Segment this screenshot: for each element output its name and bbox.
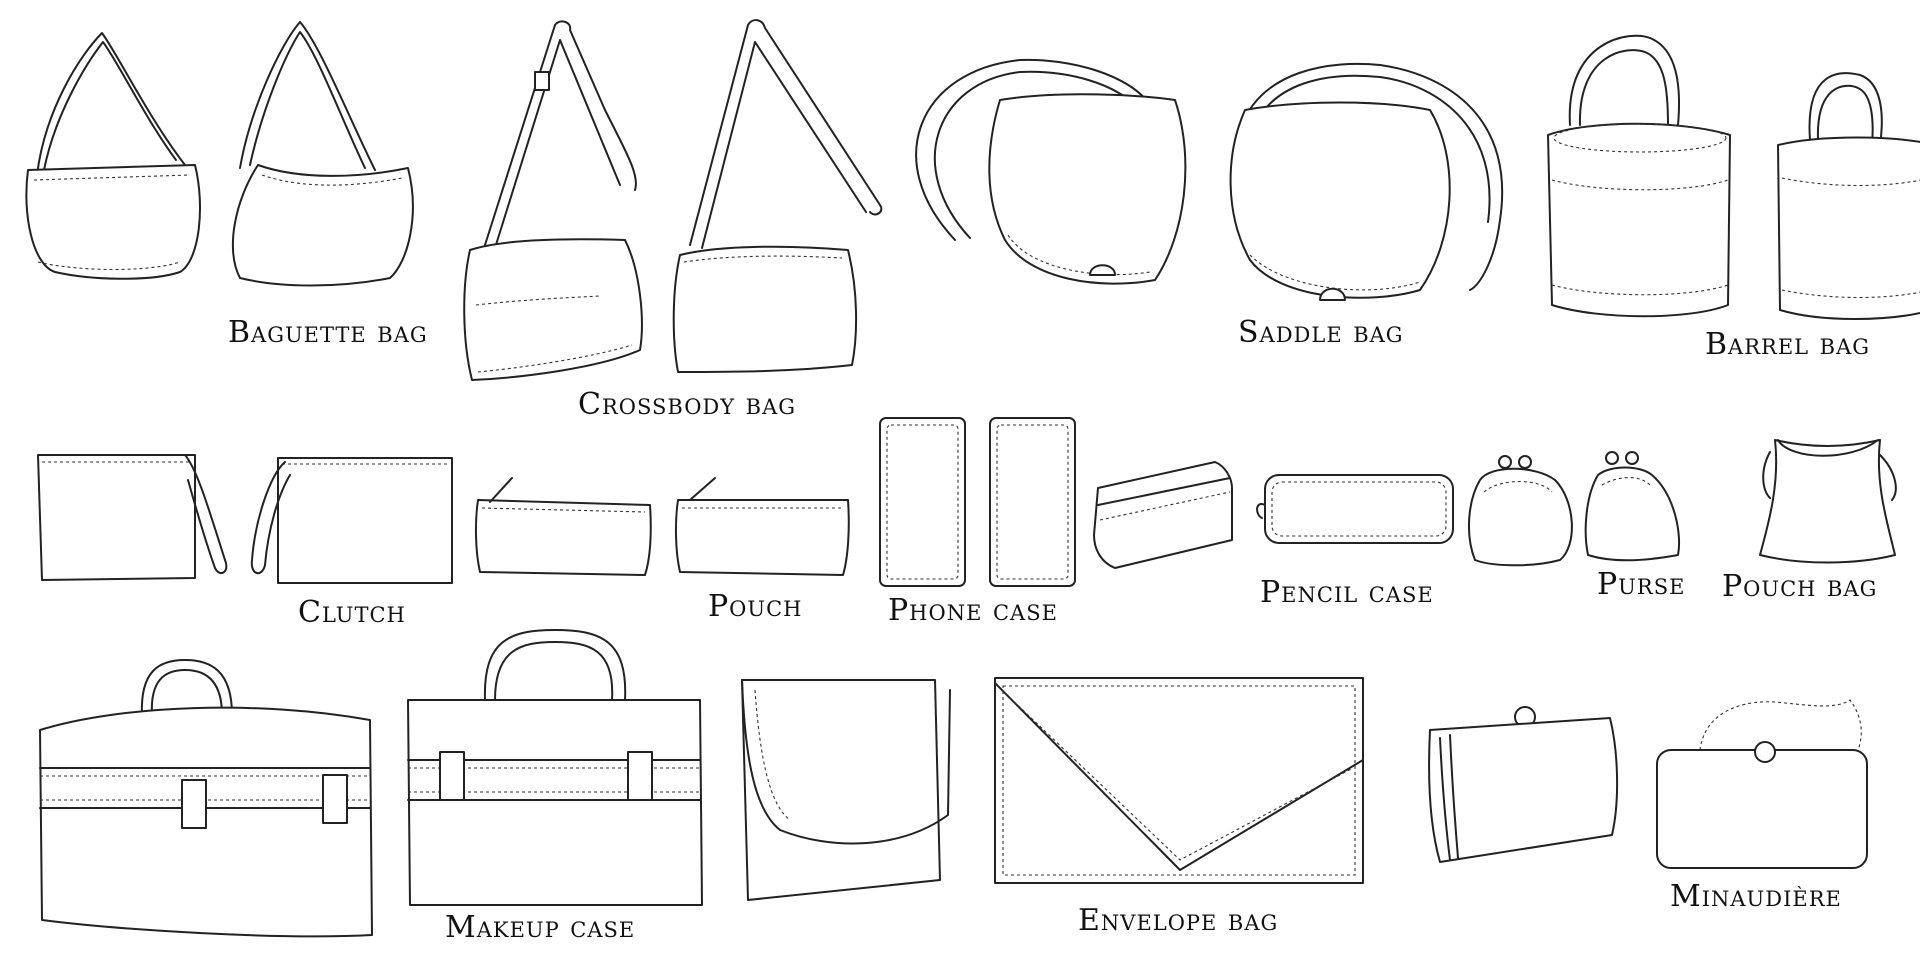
label-barrel-bag: Barrel bag xyxy=(1705,327,1871,362)
saddle-bag-drawing-1 xyxy=(915,58,1187,285)
clutch-drawing-2 xyxy=(250,457,453,584)
makeup-case-drawing-2 xyxy=(407,629,703,906)
label-saddle-bag: Saddle bag xyxy=(1238,315,1404,350)
saddle-bag-drawing-2 xyxy=(1229,62,1504,301)
label-baguette-bag: Baguette bag xyxy=(228,315,428,350)
purse-drawing-2 xyxy=(1584,451,1681,562)
pouch-drawing-2 xyxy=(674,477,850,576)
pouch-bag-drawing xyxy=(1759,439,1897,564)
label-phone-case: Phone case xyxy=(888,593,1058,628)
makeup-case-drawing-1 xyxy=(39,659,373,938)
crossbody-bag-drawing-2 xyxy=(672,19,883,373)
pouch-drawing-1 xyxy=(474,477,652,576)
envelope-bag-drawing-1 xyxy=(741,679,951,901)
purse-drawing-1 xyxy=(1467,455,1573,567)
baguette-bag-drawing-2 xyxy=(231,21,414,287)
label-makeup-case: Makeup case xyxy=(445,910,636,945)
baguette-bag-drawing-1 xyxy=(25,32,201,280)
barrel-bag-drawing-1 xyxy=(1547,34,1731,318)
label-pencil-case: Pencil case xyxy=(1260,575,1434,610)
crossbody-bag-drawing-1 xyxy=(463,20,643,381)
pencil-case-drawing-2 xyxy=(1256,474,1454,544)
label-minaudiere: Minaudière xyxy=(1670,879,1842,914)
minaudiere-drawing-1 xyxy=(1428,706,1619,863)
pencil-case-drawing-1 xyxy=(1093,461,1233,569)
label-clutch: Clutch xyxy=(298,595,406,630)
phone-case-drawing-1 xyxy=(879,417,966,587)
phone-case-drawing-2 xyxy=(989,417,1076,587)
envelope-bag-drawing-2 xyxy=(994,677,1364,884)
clutch-drawing-1 xyxy=(37,454,228,581)
label-pouch-bag: Pouch bag xyxy=(1722,569,1878,604)
label-envelope-bag: Envelope bag xyxy=(1078,903,1279,938)
label-pouch: Pouch xyxy=(708,589,803,624)
label-purse: Purse xyxy=(1597,567,1686,602)
label-crossbody-bag: Crossbody bag xyxy=(578,387,797,422)
barrel-bag-drawing-2 xyxy=(1777,72,1920,320)
minaudiere-drawing-2 xyxy=(1656,699,1868,869)
